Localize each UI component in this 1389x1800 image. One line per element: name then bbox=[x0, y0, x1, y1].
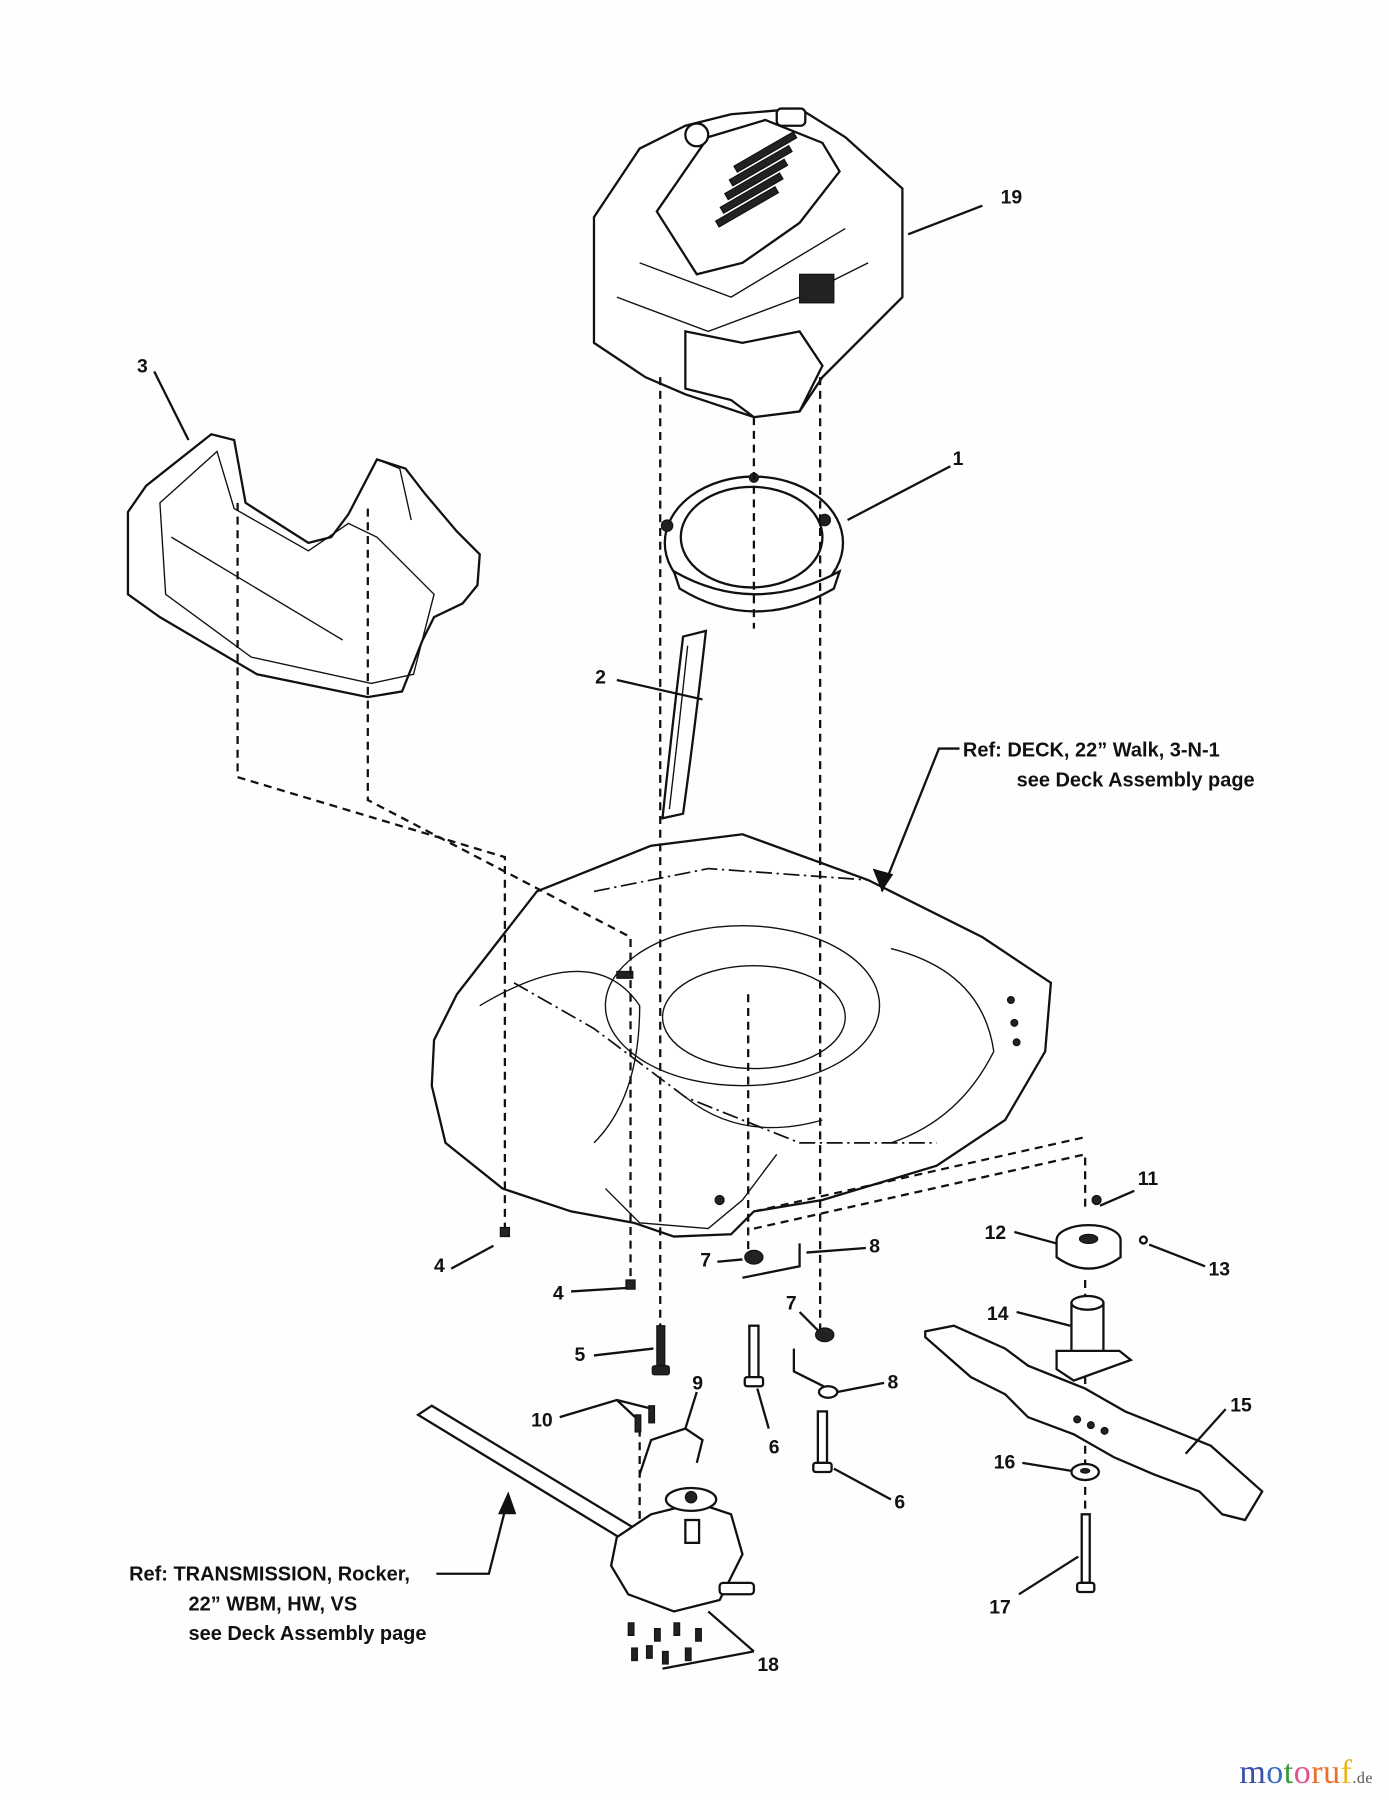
callout-13: 13 bbox=[1209, 1258, 1231, 1280]
ref-deck-line1: Ref: DECK, 22” Walk, 3-N-1 bbox=[963, 740, 1220, 762]
watermark-letter: o bbox=[1293, 1754, 1312, 1791]
watermark-letter: u bbox=[1323, 1754, 1341, 1791]
callout-7a: 7 bbox=[700, 1249, 711, 1271]
callout-10: 10 bbox=[531, 1409, 553, 1431]
watermark-letter: m bbox=[1239, 1754, 1267, 1791]
leader-lines bbox=[153, 204, 1227, 1670]
callout-9: 9 bbox=[692, 1373, 703, 1395]
callout-4a: 4 bbox=[434, 1255, 445, 1277]
callout-3: 3 bbox=[137, 356, 148, 378]
callout-15: 15 bbox=[1230, 1394, 1252, 1416]
callout-14: 14 bbox=[987, 1303, 1009, 1325]
watermark-letter: r bbox=[1311, 1754, 1324, 1791]
shroud-part-3[interactable] bbox=[126, 433, 481, 699]
watermark-logo: motoruf.de bbox=[1239, 1754, 1373, 1792]
callout-12: 12 bbox=[985, 1222, 1007, 1244]
callout-5: 5 bbox=[575, 1344, 586, 1366]
watermark-suffix: .de bbox=[1352, 1770, 1373, 1787]
callout-18: 18 bbox=[757, 1654, 779, 1676]
ref-transmission-line3: see Deck Assembly page bbox=[188, 1623, 426, 1645]
callout-8a: 8 bbox=[869, 1236, 880, 1258]
small-hardware[interactable] bbox=[415, 1194, 1264, 1665]
arrowhead-transmission bbox=[498, 1491, 517, 1515]
callout-2: 2 bbox=[595, 666, 606, 688]
engine-part-19[interactable] bbox=[592, 107, 904, 419]
ref-transmission-line1: Ref: TRANSMISSION, Rocker, bbox=[129, 1564, 410, 1586]
watermark-letter: o bbox=[1266, 1754, 1284, 1791]
callout-4b: 4 bbox=[553, 1282, 564, 1304]
callout-6a: 6 bbox=[769, 1437, 780, 1459]
watermark-letter: t bbox=[1283, 1754, 1294, 1791]
callout-17: 17 bbox=[989, 1597, 1011, 1619]
engine-mount-ring-part-1[interactable] bbox=[660, 472, 845, 613]
arrowhead-deck bbox=[872, 868, 894, 892]
gasket-part-2[interactable] bbox=[661, 629, 708, 820]
watermark-letter: f bbox=[1340, 1754, 1353, 1791]
ref-deck-line2: see Deck Assembly page bbox=[1017, 769, 1255, 791]
callout-1: 1 bbox=[953, 448, 964, 470]
callout-6b: 6 bbox=[894, 1492, 905, 1514]
ref-transmission-line2: 22” WBM, HW, VS bbox=[188, 1593, 357, 1615]
callout-7b: 7 bbox=[786, 1293, 797, 1315]
callout-11: 11 bbox=[1138, 1168, 1159, 1190]
callout-16: 16 bbox=[994, 1452, 1016, 1474]
callout-19: 19 bbox=[1001, 186, 1023, 208]
callout-8b: 8 bbox=[888, 1372, 899, 1394]
deck-reference-part bbox=[430, 833, 1053, 1238]
